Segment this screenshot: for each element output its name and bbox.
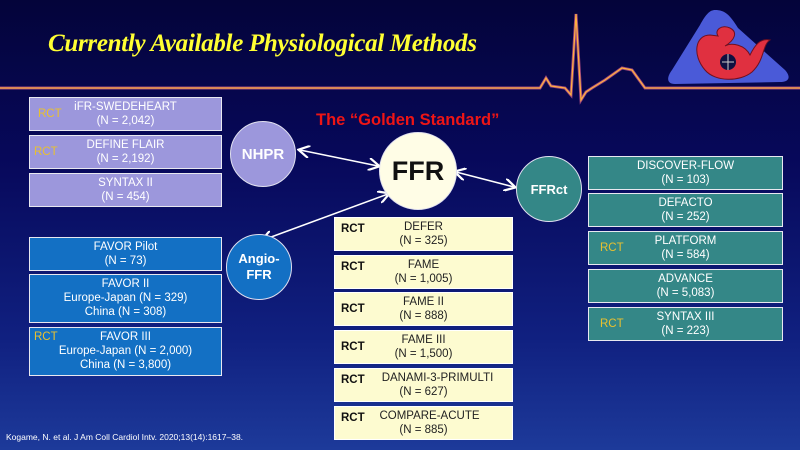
rct-badge: RCT xyxy=(341,223,365,235)
trial-box: RCT COMPARE-ACUTE (N = 885) xyxy=(334,406,513,440)
trial-name: SYNTAX II xyxy=(98,177,153,189)
nhpr-circle: NHPR xyxy=(230,121,296,187)
trial-name: PLATFORM xyxy=(654,235,717,247)
ffrct-circle: FFRct xyxy=(516,156,582,222)
rct-badge: RCT xyxy=(341,261,365,273)
trial-box: RCT FAME III (N = 1,500) xyxy=(334,330,513,364)
trial-name: DEFACTO xyxy=(658,197,713,209)
slide-title: Currently Available Physiological Method… xyxy=(48,30,477,57)
trial-n: Europe-Japan (N = 2,000) xyxy=(58,345,193,357)
angio-label-2: FFR xyxy=(246,267,272,282)
rct-badge: RCT xyxy=(34,146,58,158)
trial-box: RCT DANAMI-3-PRIMULTI (N = 627) xyxy=(334,368,513,402)
trial-name: DEFINE FLAIR xyxy=(86,139,165,151)
trial-name: COMPARE-ACUTE xyxy=(379,410,480,422)
trial-n: (N = 1,005) xyxy=(394,273,453,285)
arrow-nhpr-ffr xyxy=(300,150,378,166)
trial-n: (N = 2,042) xyxy=(96,115,155,127)
trial-n: (N = 1,500) xyxy=(394,348,453,360)
trial-n: (N = 252) xyxy=(661,211,710,223)
trial-box: FAVOR Pilot (N = 73) xyxy=(29,237,222,271)
ecg-line-core xyxy=(0,13,800,103)
angio-label-1: Angio- xyxy=(238,251,280,266)
trial-box: DISCOVER-FLOW (N = 103) xyxy=(588,156,783,190)
rct-badge: RCT xyxy=(600,318,624,330)
trial-n: (N = 627) xyxy=(399,386,448,398)
rct-badge: RCT xyxy=(34,331,58,343)
trial-box: ADVANCE (N = 5,083) xyxy=(588,269,783,303)
trial-name: FAME xyxy=(407,259,440,271)
trial-n: (N = 73) xyxy=(104,255,147,267)
trial-box: RCT FAVOR III Europe-Japan (N = 2,000) Chin… xyxy=(29,327,222,376)
trial-box: RCT FAME (N = 1,005) xyxy=(334,255,513,289)
trial-n: China (N = 308) xyxy=(84,306,167,318)
trial-box: RCT iFR-SWEDEHEART (N = 2,042) xyxy=(29,97,222,131)
trial-n: (N = 325) xyxy=(399,235,448,247)
trial-name: DEFER xyxy=(404,221,443,233)
citation: Kogame, N. et al. J Am Coll Cardiol Intv… xyxy=(6,432,244,442)
trial-box: DEFACTO (N = 252) xyxy=(588,193,783,227)
rct-badge: RCT xyxy=(341,374,365,386)
trial-n: (N = 885) xyxy=(399,424,448,436)
trial-box: RCT FAME II (N = 888) xyxy=(334,292,513,326)
trial-n: (N = 584) xyxy=(661,249,710,261)
trial-name: FAME III xyxy=(401,334,446,346)
trial-name: FAVOR Pilot xyxy=(93,241,158,253)
trial-n: (N = 103) xyxy=(661,174,710,186)
rct-badge: RCT xyxy=(38,108,62,120)
trial-box: RCT SYNTAX III (N = 223) xyxy=(588,307,783,341)
trial-name: DANAMI-3-PRIMULTI xyxy=(381,372,494,384)
trial-n: (N = 454) xyxy=(101,191,150,203)
rct-badge: RCT xyxy=(600,242,624,254)
trial-n: China (N = 3,800) xyxy=(79,359,172,371)
trial-box: RCT PLATFORM (N = 584) xyxy=(588,231,783,265)
arrow-ffr-ffrct xyxy=(456,172,514,187)
trial-name: iFR-SWEDEHEART xyxy=(74,101,177,113)
trial-name: DISCOVER-FLOW xyxy=(636,160,735,172)
society-logo xyxy=(668,10,789,84)
rct-badge: RCT xyxy=(341,412,365,424)
trial-n: (N = 888) xyxy=(399,310,448,322)
trial-n: (N = 2,192) xyxy=(96,153,155,165)
trial-box: RCT DEFER (N = 325) xyxy=(334,217,513,251)
trial-name: FAME II xyxy=(403,296,444,308)
trial-n: (N = 223) xyxy=(661,325,710,337)
nhpr-label: NHPR xyxy=(241,145,285,163)
golden-standard-label: The “Golden Standard” xyxy=(316,111,500,129)
trial-name: FAVOR III xyxy=(100,331,151,343)
trial-name: SYNTAX III xyxy=(656,311,715,323)
trial-n: Europe-Japan (N = 329) xyxy=(63,292,188,304)
trial-name: ADVANCE xyxy=(658,273,713,285)
ffr-circle: FFR xyxy=(379,132,457,210)
trial-box: RCT DEFINE FLAIR (N = 2,192) xyxy=(29,135,222,169)
ffrct-label: FFRct xyxy=(530,181,568,197)
trial-n: (N = 5,083) xyxy=(656,287,715,299)
ffr-label: FFR xyxy=(391,155,445,186)
rct-badge: RCT xyxy=(341,303,365,315)
trial-box: FAVOR II Europe-Japan (N = 329) China (N =… xyxy=(29,274,222,323)
trial-box: SYNTAX II (N = 454) xyxy=(29,173,222,207)
trial-name: FAVOR II xyxy=(101,278,150,290)
angio-ffr-circle: Angio-FFR xyxy=(226,234,292,300)
arrow-ffr-angio xyxy=(263,194,388,240)
rct-badge: RCT xyxy=(341,341,365,353)
